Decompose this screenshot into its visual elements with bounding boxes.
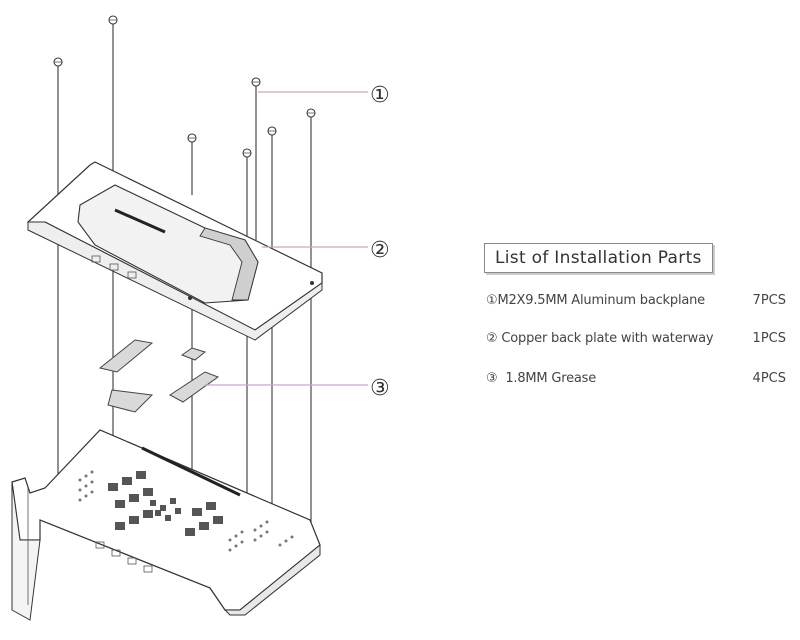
screw	[306, 108, 316, 542]
parts-list-title: List of Installation Parts	[484, 243, 713, 273]
thermal-pads	[98, 339, 220, 413]
copper-backplate	[26, 161, 323, 341]
callout-1: ①	[370, 83, 390, 108]
part-quantity: 1PCS	[752, 331, 786, 346]
callout-3: ③	[370, 376, 390, 401]
screw	[251, 77, 261, 240]
screw	[267, 126, 277, 557]
callout-2: ②	[370, 238, 390, 263]
parts-list-item: ①M2X9.5MM Aluminum backplane 7PCS	[486, 293, 786, 308]
part-description-text: M2X9.5MM Aluminum backplane	[497, 293, 705, 308]
part-quantity: 7PCS	[752, 293, 786, 308]
part-description: ①M2X9.5MM Aluminum backplane	[486, 293, 705, 308]
callout-leaders	[205, 91, 368, 386]
parts-list-item: ③ 1.8MM Grease 4PCS	[486, 371, 786, 386]
parts-list: List of Installation Parts ①M2X9.5MM Alu…	[484, 243, 794, 386]
part-description: ③ 1.8MM Grease	[486, 371, 596, 386]
part-marker: ②	[486, 331, 498, 346]
part-marker: ①	[486, 293, 498, 308]
part-description-text: Copper back plate with waterway	[501, 331, 714, 346]
part-quantity: 4PCS	[752, 371, 786, 386]
part-description-text: 1.8MM Grease	[505, 371, 597, 386]
screw	[53, 57, 63, 497]
graphics-card	[11, 429, 321, 621]
part-description: ② Copper back plate with waterway	[486, 331, 714, 346]
parts-list-item: ② Copper back plate with waterway 1PCS	[486, 331, 786, 346]
part-marker: ③	[486, 371, 498, 386]
